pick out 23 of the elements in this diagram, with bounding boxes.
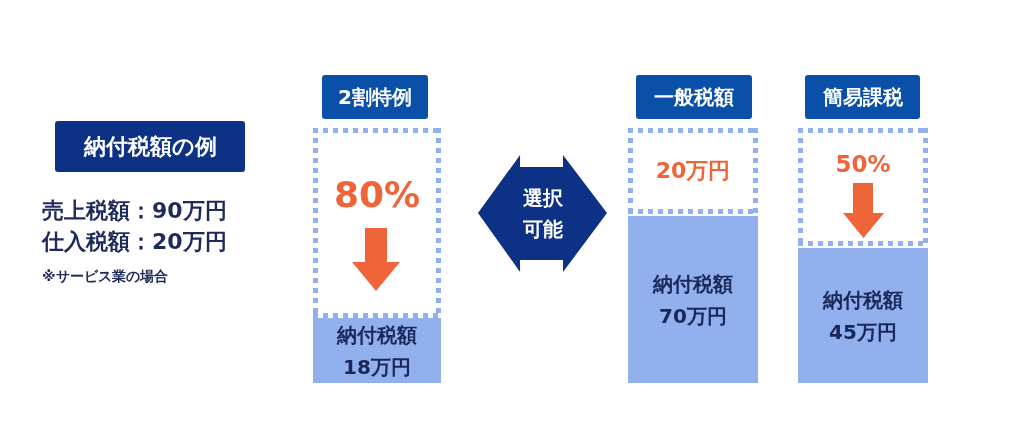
bar-value: 45万円 <box>829 318 897 345</box>
bar-label: 納付税額 <box>823 286 903 313</box>
value-text: 20万円 <box>655 157 731 185</box>
column-heading: 一般税額 <box>636 75 752 119</box>
tax-info-text: 仕入税額：20万円 <box>42 229 227 256</box>
note-text: ※サービス業の場合 <box>42 268 168 285</box>
dotted-frame <box>313 128 441 318</box>
value-text: 80% <box>333 173 421 217</box>
bar-label: 納付税額 <box>337 321 417 348</box>
value-text: 50% <box>835 151 891 179</box>
tax-bar <box>628 216 758 383</box>
dotted-frame <box>798 128 928 246</box>
tax-bar <box>798 248 928 383</box>
bar-label: 納付税額 <box>653 270 733 297</box>
arrow-label: 選択可能 <box>521 184 564 243</box>
column-heading: 簡易課税 <box>805 75 920 119</box>
bar-value: 70万円 <box>659 302 727 329</box>
title-banner: 納付税額の例 <box>55 121 245 172</box>
dotted-frame <box>628 128 758 214</box>
tax-info-text: 売上税額：90万円 <box>42 198 227 225</box>
column-heading: 2割特例 <box>322 75 428 119</box>
bar-value: 18万円 <box>343 353 411 380</box>
tax-bar <box>313 318 441 383</box>
